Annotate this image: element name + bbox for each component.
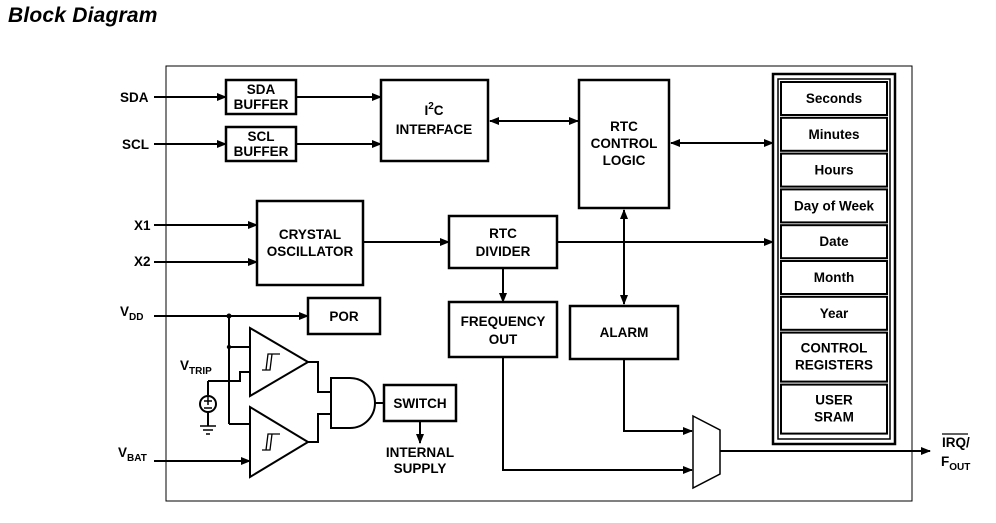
internal-supply-label: INTERNAL	[386, 445, 454, 460]
pin-vdd: VDD	[120, 304, 143, 323]
register-cell	[780, 152, 888, 188]
crystal-oscillator-block	[255, 199, 365, 287]
comparator-vdd	[249, 326, 310, 398]
scl-buffer-block	[224, 125, 298, 163]
rtc-control-logic-label-3: LOGIC	[603, 153, 646, 168]
pin-irq: IRQ/	[942, 435, 970, 450]
output-mux	[692, 414, 721, 490]
switch-label: SWITCH	[393, 396, 446, 411]
user-sram-label: USER	[815, 393, 853, 408]
alarm-label: ALARM	[600, 325, 649, 340]
register-label: Year	[820, 306, 849, 321]
register-label: Day of Week	[794, 198, 875, 213]
control-registers-label: CONTROL	[801, 341, 868, 356]
chip-outline	[165, 65, 913, 502]
frequency-out-block	[447, 300, 559, 359]
i2c-interface-block	[379, 78, 490, 163]
rtc-control-logic-label-2: CONTROL	[591, 136, 658, 151]
rtc-divider-label: RTC	[489, 226, 517, 241]
comparator-1-to-gate	[308, 361, 331, 393]
frequency-out-label-2: OUT	[489, 332, 518, 347]
register-label: Date	[819, 234, 849, 249]
register-cell	[780, 224, 888, 260]
register-label: Hours	[814, 163, 853, 178]
register-label: Minutes	[808, 127, 859, 142]
vdd-junction-2	[226, 344, 232, 350]
comparator-2-to-gate	[308, 413, 331, 443]
hysteresis-icon-2	[262, 433, 280, 451]
pin-scl: SCL	[122, 137, 149, 152]
register-cell	[780, 81, 888, 116]
por-label: POR	[329, 309, 359, 324]
i2c-interface-label: I2C	[424, 101, 443, 118]
register-label: Month	[814, 270, 854, 285]
control-registers-label: REGISTERS	[795, 358, 873, 373]
register-cell	[780, 188, 888, 224]
scl-buffer-label-2: BUFFER	[234, 144, 289, 159]
user-sram-cell	[780, 383, 888, 435]
rtc-control-logic-block	[577, 78, 671, 210]
alarm-to-mux	[623, 359, 693, 435]
switch-block	[382, 383, 458, 423]
crystal-oscillator-label-2: OSCILLATOR	[267, 244, 354, 259]
pin-vbat: VBAT	[118, 445, 147, 464]
pin-sda: SDA	[120, 90, 149, 105]
register-cell	[780, 260, 888, 295]
rtc-control-logic-label: RTC	[610, 119, 638, 134]
i2c-interface-label-2: INTERFACE	[396, 122, 473, 137]
pin-fout: FOUT	[941, 454, 970, 473]
sda-buffer-label-2: BUFFER	[234, 97, 289, 112]
crystal-oscillator-label: CRYSTAL	[279, 227, 341, 242]
diagram-title: Block Diagram	[8, 4, 158, 27]
pin-vtrip: VTRIP	[180, 358, 212, 377]
register-cell	[780, 116, 888, 152]
user-sram-label: SRAM	[814, 410, 854, 425]
register-label: Seconds	[806, 91, 862, 106]
sda-buffer-label: SDA	[247, 82, 276, 97]
alarm-block	[568, 304, 680, 361]
hysteresis-icon-1	[262, 353, 280, 371]
register-cell	[780, 295, 888, 331]
internal-supply-label-2: SUPPLY	[394, 461, 447, 476]
rtc-divider-block	[447, 214, 559, 270]
frequency-out-to-mux	[502, 357, 693, 474]
scl-buffer-label: SCL	[248, 129, 275, 144]
and-gate	[330, 377, 376, 429]
por-block	[306, 296, 382, 336]
frequency-out-label: FREQUENCY	[461, 314, 546, 329]
pin-x1: X1	[134, 218, 151, 233]
vtrip-to-comparator	[208, 371, 250, 382]
comparator-vbat	[249, 405, 310, 479]
control-registers-cell	[780, 331, 888, 383]
rtc-divider-label-2: DIVIDER	[476, 244, 531, 259]
pin-x2: X2	[134, 254, 151, 269]
